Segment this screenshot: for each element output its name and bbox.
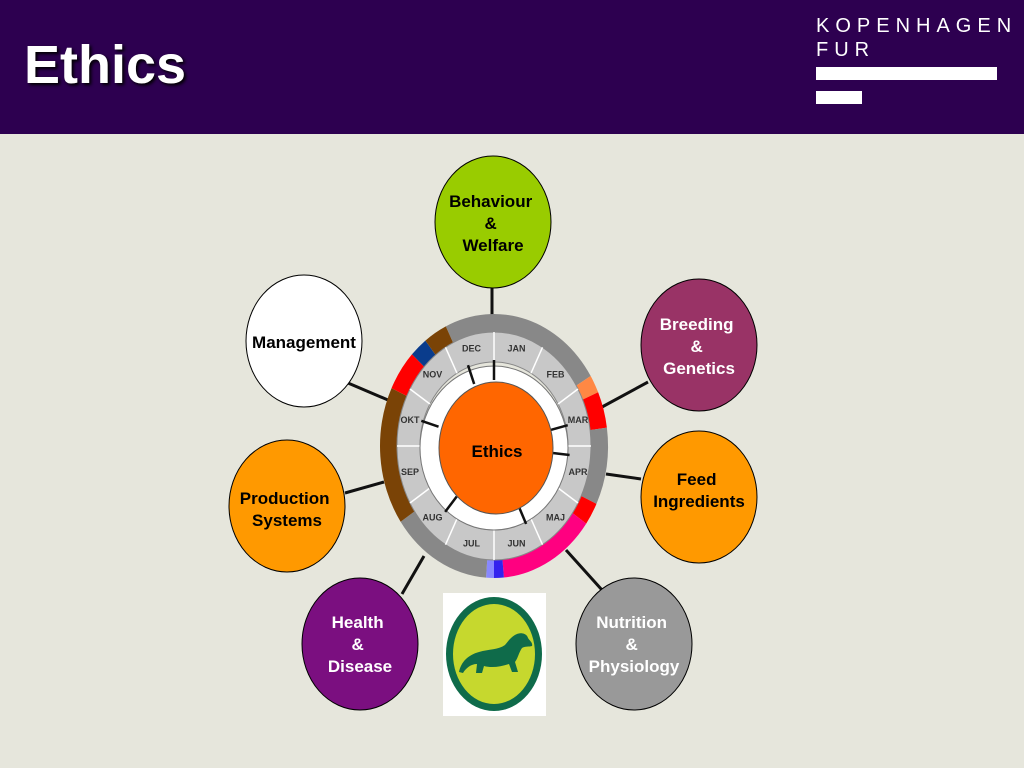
header-bar: Ethics KOPENHAGEN FUR	[0, 0, 1024, 134]
month-divider	[444, 346, 458, 374]
month-label-sep: SEP	[401, 467, 419, 477]
connector-health	[400, 555, 426, 595]
inner-spoke	[549, 423, 569, 432]
node-behaviour-welfare: Behaviour & Welfare	[434, 155, 552, 289]
month-divider	[557, 487, 579, 504]
month-divider	[444, 518, 458, 546]
month-ring: JAN FEB MAR APR MAJ JUN JUL AUG SEP OKT NOV DEC	[396, 331, 592, 561]
inner-spoke	[551, 451, 570, 457]
ring-segment-red-nov	[391, 354, 425, 397]
month-divider	[530, 518, 544, 546]
center-ethics-label: Ethics	[471, 442, 522, 461]
month-label-okt: OKT	[400, 415, 420, 425]
ring-segment-orange	[576, 376, 599, 400]
inner-spoke	[466, 364, 476, 385]
node-behaviour-line1: Behaviour	[449, 192, 533, 211]
node-feed-line2: Ingredients	[653, 492, 745, 511]
inner-spoke	[517, 505, 528, 525]
month-label-nov: NOV	[423, 370, 443, 380]
node-breeding-line2: &	[690, 337, 702, 356]
brand-logo-bar-short	[816, 91, 862, 104]
node-behaviour-line2: &	[484, 214, 496, 233]
node-breeding-line1: Breeding	[660, 315, 734, 334]
node-production-line2: Systems	[252, 511, 322, 530]
node-nutrition-physiology: Nutrition & Physiology	[575, 577, 693, 711]
month-label-jul: JUL	[463, 539, 481, 549]
month-divider	[409, 487, 431, 504]
connector-management	[347, 381, 389, 402]
month-label-mar: MAR	[568, 415, 589, 425]
month-label-maj: MAJ	[546, 512, 565, 522]
center-ethics-circle	[438, 381, 554, 515]
month-divider	[409, 388, 431, 405]
connector-breeding	[601, 380, 649, 409]
node-breeding-line3: Genetics	[663, 359, 735, 378]
ring-segment-gray-apr	[581, 427, 608, 504]
node-nutrition-line2: &	[625, 635, 637, 654]
mink-silhouette-icon	[459, 633, 533, 673]
inner-spokes	[420, 360, 570, 525]
connector-feed	[605, 472, 642, 481]
node-breeding-genetics: Breeding & Genetics	[640, 278, 758, 412]
node-production-line1: Production	[240, 489, 330, 508]
season-ring	[380, 314, 608, 578]
ring-segment-gray-bottom	[400, 511, 488, 578]
month-label-aug: AUG	[422, 512, 442, 522]
month-divider	[530, 346, 544, 374]
svg-text:Behaviour & Welfar: Behaviour & Welfare	[449, 192, 537, 255]
node-feed-ingredients: Feed Ingredients	[640, 430, 758, 564]
node-health-line2: &	[351, 635, 363, 654]
ring-segment-brown-dec	[425, 326, 454, 355]
svg-text:Nutrition & Physio: Nutrition & Physiology	[589, 613, 680, 676]
svg-text:Breeding & Genetic: Breeding & Genetics	[660, 315, 738, 378]
svg-text:Feed Ingredients: Feed Ingredients	[653, 470, 745, 511]
month-label-dec: DEC	[462, 343, 482, 353]
month-label-jun: JUN	[508, 539, 526, 549]
node-behaviour-line3: Welfare	[462, 236, 523, 255]
month-label-feb: FEB	[547, 370, 566, 380]
brand-logo-bar-long	[816, 67, 997, 80]
mink-logo	[443, 593, 546, 716]
node-health-line3: Disease	[328, 657, 392, 676]
node-health-line1: Health	[332, 613, 384, 632]
inner-spoke	[420, 419, 439, 428]
node-management: Management	[245, 274, 363, 408]
inner-spoke	[444, 495, 458, 513]
ethics-diagram: JAN FEB MAR APR MAJ JUN JUL AUG SEP OKT NOV DEC Eth…	[228, 155, 758, 716]
node-management-line1: Management	[252, 333, 356, 352]
month-label-jan: JAN	[508, 343, 526, 353]
month-divider	[557, 388, 579, 405]
ring-segment-lavender	[486, 559, 494, 578]
ring-segment-pink	[502, 513, 587, 578]
connector-lines	[344, 288, 649, 595]
node-nutrition-line3: Physiology	[589, 657, 680, 676]
node-feed-line1: Feed	[677, 470, 717, 489]
svg-text:Management: Management	[252, 333, 356, 352]
svg-text:Health & Disease: Health & Disease	[328, 613, 392, 676]
connector-production	[344, 480, 385, 495]
ring-segment-gray-top	[445, 314, 591, 386]
node-nutrition-line1: Nutrition	[596, 613, 667, 632]
svg-text:Production Systems: Production Systems	[240, 489, 334, 530]
page-title: Ethics	[24, 35, 187, 95]
node-health-disease: Health & Disease	[301, 577, 419, 711]
brand-name-line2: FUR	[816, 39, 876, 61]
connector-nutrition	[564, 548, 604, 592]
ring-segment-blue-bright	[494, 559, 504, 578]
month-label-apr: APR	[569, 467, 589, 477]
brand-name-line1: KOPENHAGEN	[816, 15, 1018, 37]
node-production-systems: Production Systems	[228, 439, 346, 573]
